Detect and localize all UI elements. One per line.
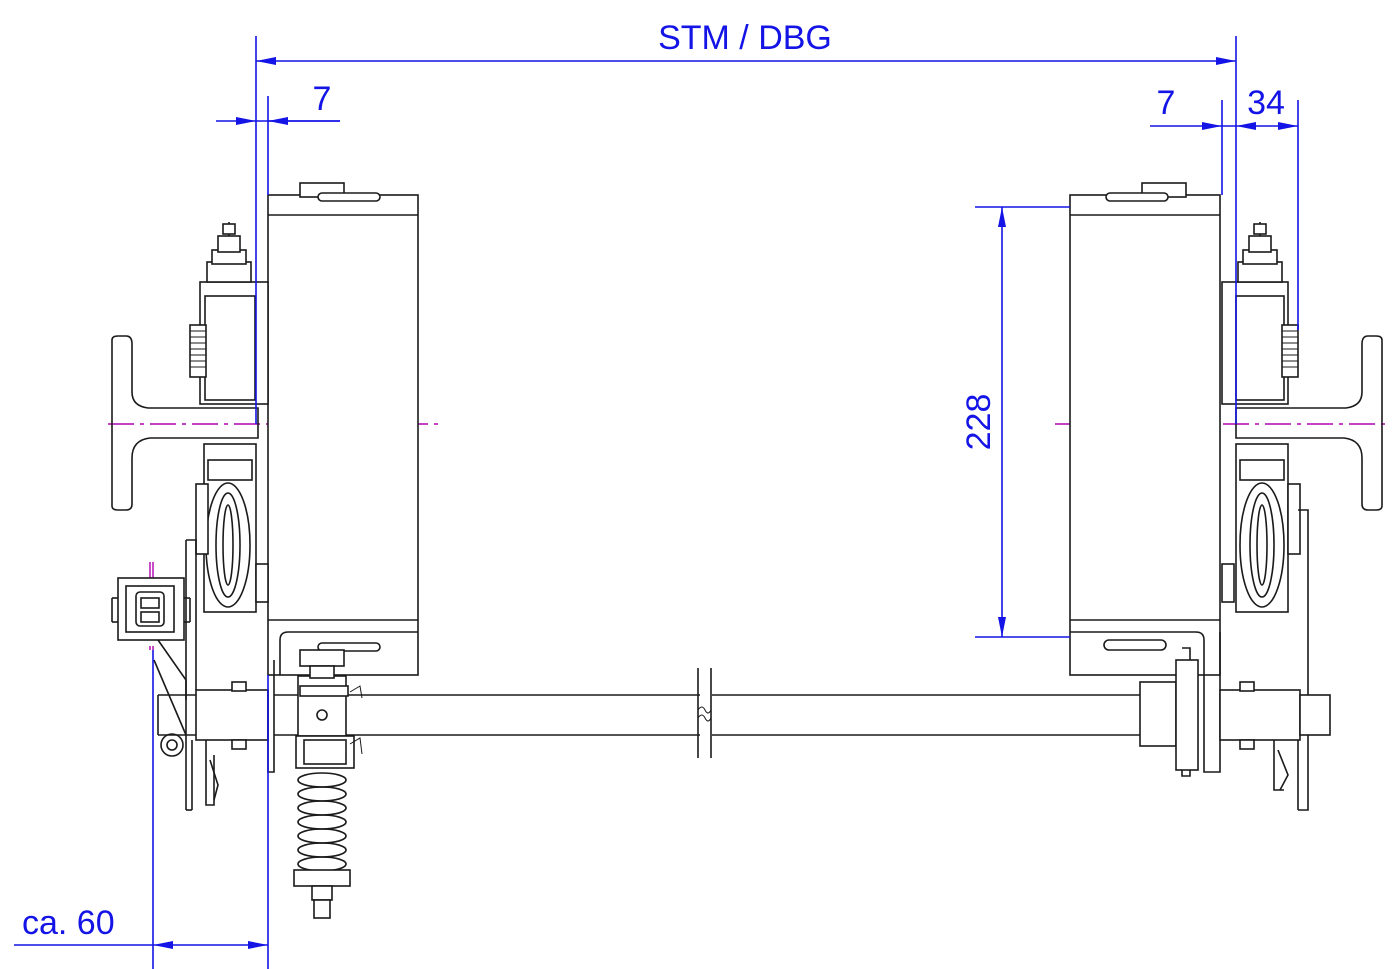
shaft	[274, 668, 1140, 758]
dimension-height: 228	[960, 394, 998, 451]
right-assembly	[1069, 182, 1383, 811]
right-housing	[1069, 194, 1221, 676]
right-coupling	[1139, 681, 1177, 747]
left-housing	[267, 194, 419, 676]
dimension-right-width: 34	[1247, 84, 1285, 122]
dimension-left-offset: 7	[313, 80, 332, 118]
dimension-bottom-left: ca. 60	[22, 904, 115, 942]
spring-assembly	[293, 665, 363, 919]
dimension-lines	[14, 36, 1299, 969]
left-assembly	[111, 182, 419, 811]
dimension-right-offset: 7	[1157, 84, 1176, 122]
dimension-stm-dbg: STM / DBG	[658, 19, 832, 57]
